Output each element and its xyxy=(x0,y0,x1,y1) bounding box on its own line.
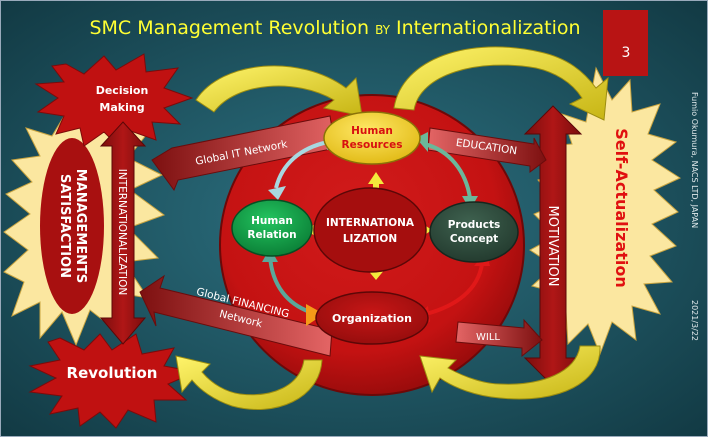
global-financing-band xyxy=(139,274,333,357)
revolution-burst xyxy=(28,333,198,429)
decision-label-line2: Making xyxy=(99,101,144,114)
internationalization-center-node xyxy=(313,187,427,273)
human-resources-node xyxy=(323,111,421,165)
cycle-arc-hr-to-products xyxy=(423,142,472,199)
will-band xyxy=(455,318,543,358)
central-sphere-outline xyxy=(219,94,525,396)
center-arrow-up xyxy=(368,172,384,190)
human-relation-node xyxy=(231,199,313,257)
curved-arrow-hr-to-self xyxy=(393,46,609,121)
self-actualization-label: Self-Actualization xyxy=(612,128,631,287)
cycle-arc-products-to-org xyxy=(425,263,484,316)
human-resources-line2: Resources xyxy=(342,139,403,151)
management-label-line1: MANAGEMENTS xyxy=(73,169,88,283)
management-label-line2: SATISFACTION xyxy=(57,174,72,278)
center-label-line1: INTERNATIONA xyxy=(326,217,415,229)
will-label: WILL xyxy=(476,332,500,343)
human-relation-line1: Human xyxy=(251,215,293,227)
internationalization-double-arrow xyxy=(99,121,147,345)
slide-title: SMC Management Revolution BY Internation… xyxy=(89,17,580,39)
page-number-box xyxy=(603,10,648,76)
revolution-label: Revolution xyxy=(67,364,158,382)
author-credit: Fumio Okumura, NACS LTD, JAPAN xyxy=(690,92,699,228)
products-concept-line2: Concept xyxy=(450,233,498,245)
curved-arrow-decision-to-hr xyxy=(195,65,363,117)
center-label-line2: LIZATION xyxy=(343,233,397,245)
human-relation-line2: Relation xyxy=(247,229,296,241)
slide-date: 2021/3/22 xyxy=(690,300,699,341)
management-satisfaction-ellipse xyxy=(40,138,104,314)
human-resources-line1: Human xyxy=(351,125,393,137)
internationalization-vertical-label: INTERNATIONALIZATION xyxy=(116,169,128,295)
cycle-arrowhead-relation-top xyxy=(268,186,286,200)
decision-making-burst xyxy=(34,53,194,149)
org-left-arrowhead xyxy=(306,304,324,326)
page-number: 3 xyxy=(622,45,631,61)
cycle-arc-org-to-relation xyxy=(268,255,311,314)
decision-label-line1: Decision xyxy=(96,84,149,97)
organization-node xyxy=(315,291,429,345)
cycle-arc-relation-to-hr xyxy=(274,140,329,189)
motivation-label: MOTIVATION xyxy=(545,206,560,287)
curved-arrow-self-to-org xyxy=(419,345,601,400)
products-concept-node xyxy=(429,201,519,263)
curved-arrow-org-to-revolution xyxy=(175,355,323,410)
organization-label: Organization xyxy=(332,312,412,325)
products-concept-line1: Products xyxy=(448,219,501,231)
